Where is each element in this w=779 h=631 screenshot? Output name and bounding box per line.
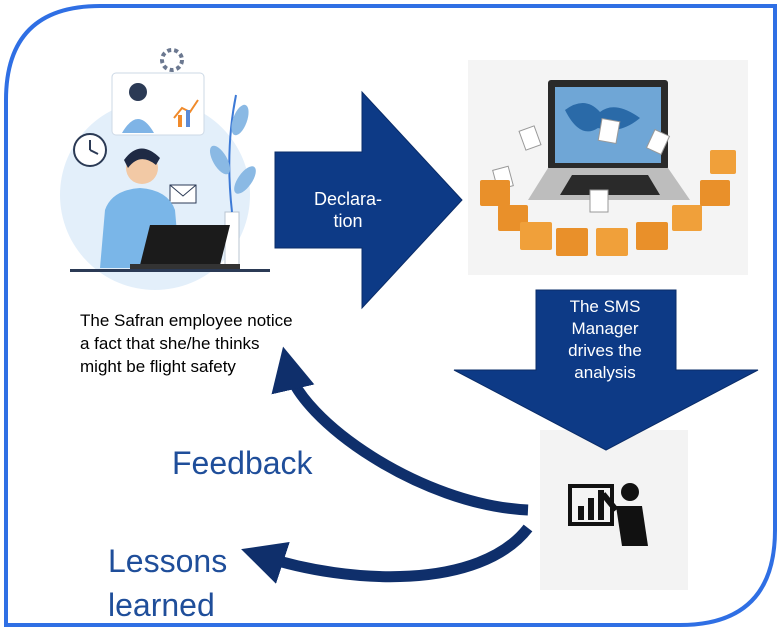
feedback-arrow [271, 346, 529, 516]
person-at-laptop-illustration [60, 48, 270, 290]
declaration-label-line: Declara- [313, 189, 383, 209]
frame-border [4, 4, 777, 627]
declaration-arrow [274, 90, 463, 310]
sms-manager-label-line: The SMS [569, 297, 641, 316]
declaration-label: Declara- tion [300, 188, 396, 232]
presenter-chart-icon [540, 430, 688, 590]
sms-manager-label-line: analysis [574, 363, 636, 382]
declaration-label-line: tion [333, 211, 363, 231]
employee-caption: The Safran employee notice a fact that s… [80, 311, 293, 376]
sms-manager-arrow [453, 289, 759, 451]
feedback-label: Feedback [172, 445, 313, 481]
sms-manager-label-line: drives the [568, 341, 642, 360]
sms-manager-label-line: Manager [571, 319, 639, 338]
sms-manager-label: The SMS Manager drives the analysis [530, 296, 680, 384]
computer-with-folders-illustration [468, 60, 748, 275]
lessons-learned-label: Lessons learned [108, 539, 227, 627]
lessons-learned-label-line: Lessons [108, 543, 228, 579]
lessons-learned-arrow [241, 524, 533, 584]
lessons-learned-label-line: learned [108, 587, 215, 623]
